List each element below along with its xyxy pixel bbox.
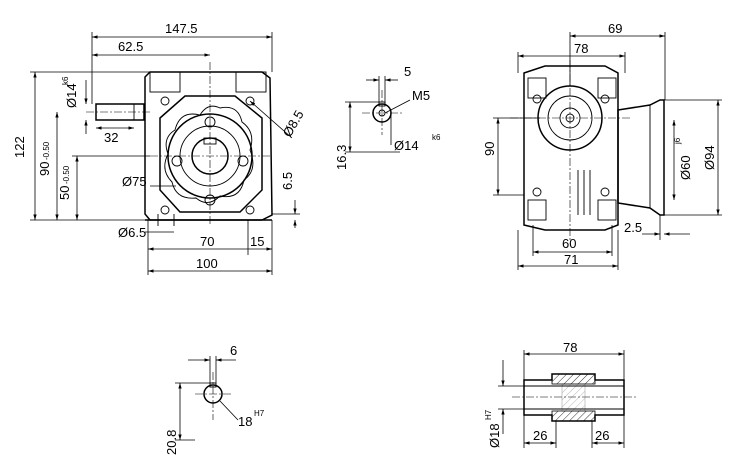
side-housing	[523, 65, 619, 231]
dim-shaft-dia: Ø14	[64, 83, 79, 108]
dim-side-90: 90	[482, 142, 497, 156]
dim-side-78: 78	[574, 41, 588, 56]
dim-90-tol: -0.50	[42, 141, 51, 160]
dim-32: 32	[104, 130, 118, 145]
side-bolt-bl	[532, 187, 542, 197]
dim-6-5: 6.5	[280, 172, 295, 190]
dim-spigot-60: Ø60	[678, 155, 693, 180]
dim-50-tol: -0.50	[62, 165, 71, 184]
side-bolt-br	[600, 187, 610, 197]
bolt-hole-right	[237, 155, 249, 167]
dim-shaft-14: Ø14	[394, 138, 419, 153]
dim-70: 70	[200, 234, 214, 249]
shaft-detail-view: 5 M5 16.3 Ø14 k6	[334, 64, 441, 170]
side-view: 69 78 90 Ø60 j6 Ø94 2.5 60 71	[482, 21, 722, 270]
bolt-hole-top	[204, 116, 216, 128]
dim-flange-94: Ø94	[702, 145, 717, 170]
dim-147-5: 147.5	[165, 21, 198, 36]
dim-side-60: 60	[562, 236, 576, 251]
top-right-boss	[235, 71, 267, 93]
dim-16-3: 16.3	[334, 145, 349, 170]
dim-69: 69	[608, 21, 622, 36]
bore-detail-view: 6 18 H7 20.8	[164, 343, 265, 455]
dim-50: 50	[57, 186, 72, 200]
dim-bore-18: 18	[238, 414, 252, 429]
dim-shaft-dia-tol: k6	[61, 76, 70, 85]
dim-m5: M5	[412, 88, 430, 103]
top-left-boss	[149, 71, 181, 93]
dim-62-5: 62.5	[118, 39, 143, 54]
dim-spigot-60-tol: j6	[673, 137, 682, 145]
side-boss-bl	[527, 199, 547, 221]
flange-plate	[159, 95, 263, 213]
dim-shaft-bore-18: Ø18	[487, 423, 502, 448]
hatch-bottom	[551, 410, 596, 422]
dim-2-5: 2.5	[624, 220, 642, 235]
corner-hole-bl	[160, 205, 170, 215]
hatch-core	[561, 383, 586, 412]
front-view: 147.5 62.5 32 70 15 100 122 90 -0.50 50 …	[12, 21, 307, 275]
dim-pcd-75: Ø75	[122, 174, 147, 189]
dim-key-5: 5	[404, 64, 411, 79]
side-boss-tl	[527, 77, 547, 99]
dim-bore-key-6: 6	[230, 343, 237, 358]
corner-hole-tl	[160, 96, 170, 106]
side-boss-br	[597, 199, 617, 221]
side-bolt-tr	[600, 94, 610, 104]
side-boss-tr	[597, 77, 617, 99]
dim-bore-18-tol: H7	[254, 409, 265, 418]
bolt-hole-left	[171, 155, 183, 167]
dim-shaft-14-tol: k6	[432, 133, 441, 142]
output-flange	[617, 99, 665, 216]
corner-hole-br	[245, 205, 255, 215]
dim-shaft-bore-tol: H7	[484, 409, 493, 420]
dim-side-71: 71	[564, 252, 578, 267]
dim-hole-8-5: Ø8.5	[280, 108, 307, 140]
dim-bore-20-8: 20.8	[164, 430, 179, 455]
dim-shaft-78: 78	[563, 340, 577, 355]
dim-shaft-left-26: 26	[533, 428, 547, 443]
dim-100: 100	[196, 256, 218, 271]
dim-shaft-right-26: 26	[595, 428, 609, 443]
dim-foot-hole: Ø6.5	[118, 225, 146, 240]
dim-90: 90	[37, 162, 52, 176]
hollow-shaft-view: 78 Ø18 H7 26 26	[484, 340, 636, 448]
gearbox-housing	[144, 71, 273, 221]
dim-15: 15	[250, 234, 264, 249]
dim-122: 122	[12, 136, 27, 158]
hatch-top	[551, 373, 596, 385]
side-bolt-tl	[532, 94, 542, 104]
